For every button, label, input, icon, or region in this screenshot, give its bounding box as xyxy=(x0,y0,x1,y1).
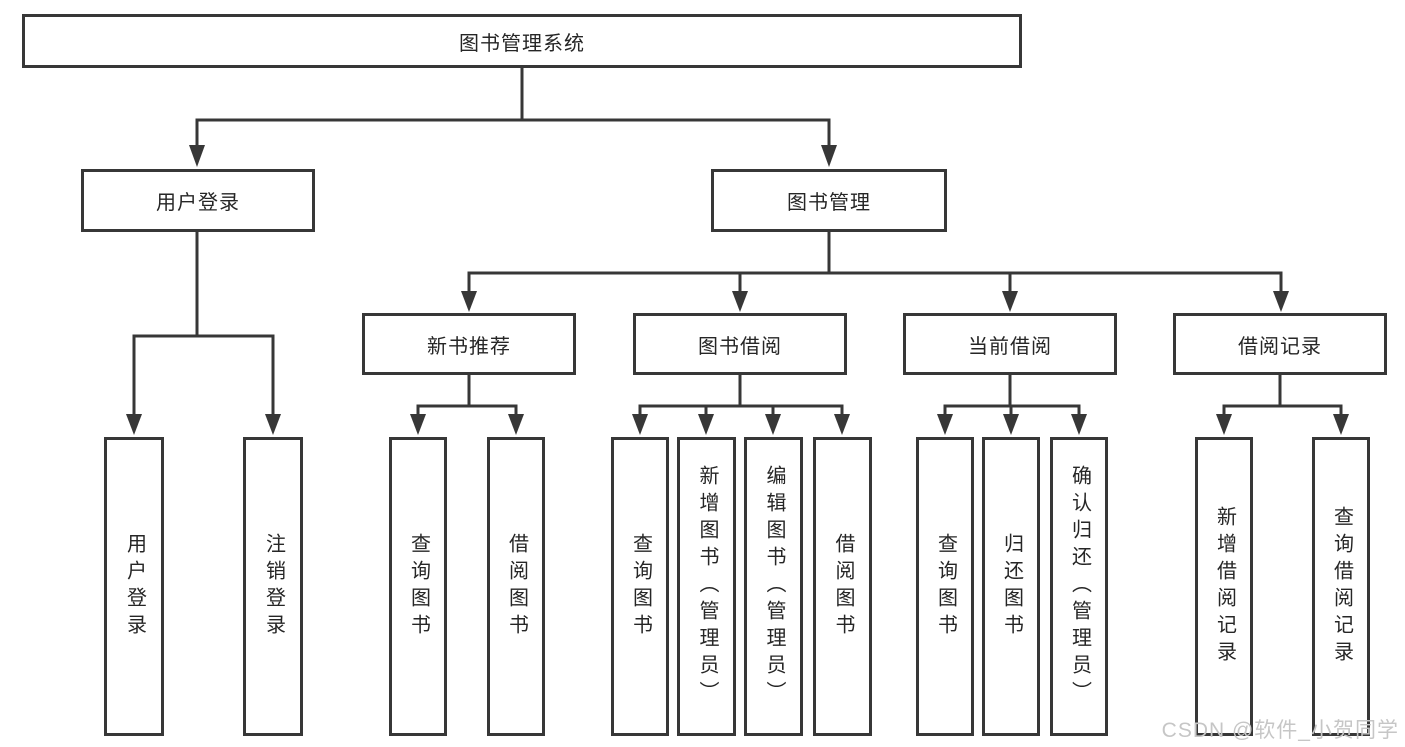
connector-user-login-to-leaves xyxy=(126,232,281,435)
node-book-mgmt-label: 图书管理 xyxy=(787,192,871,214)
node-book-mgmt: 图书管理 xyxy=(711,169,947,232)
leaf-cb-confirm-return-label: 确认归还（管理员） xyxy=(1068,465,1091,708)
leaf-bb-query-book: 查询图书 xyxy=(611,437,669,736)
arrow-down-icon xyxy=(1002,291,1018,312)
leaf-rec-query-book: 查询图书 xyxy=(389,437,447,736)
arrow-down-icon xyxy=(937,414,953,435)
connector-root-to-level2 xyxy=(189,67,837,167)
arrow-down-icon xyxy=(1216,414,1232,435)
arrow-down-icon xyxy=(1333,414,1349,435)
arrow-down-icon xyxy=(834,414,850,435)
leaf-logout: 注销登录 xyxy=(243,437,303,736)
leaf-br-add-record: 新增借阅记录 xyxy=(1195,437,1253,736)
arrow-down-icon xyxy=(508,414,524,435)
arrow-down-icon xyxy=(821,145,837,167)
arrow-down-icon xyxy=(632,414,648,435)
arrow-down-icon xyxy=(1273,291,1289,312)
arrow-down-icon xyxy=(698,414,714,435)
leaf-cb-query-book: 查询图书 xyxy=(916,437,974,736)
leaf-user-login: 用户登录 xyxy=(104,437,164,736)
arrow-down-icon xyxy=(1003,414,1019,435)
leaf-bb-edit-book: 编辑图书（管理员） xyxy=(744,437,803,736)
node-book-borrow: 图书借阅 xyxy=(633,313,847,375)
arrow-down-icon xyxy=(732,291,748,312)
leaf-rec-borrow-book: 借阅图书 xyxy=(487,437,545,736)
node-current-borrow-label: 当前借阅 xyxy=(968,335,1052,358)
connector-borrow-records-to-leaves xyxy=(1216,375,1349,435)
leaf-br-add-record-label: 新增借阅记录 xyxy=(1213,505,1236,668)
arrow-down-icon xyxy=(461,291,477,312)
leaf-cb-confirm-return: 确认归还（管理员） xyxy=(1050,437,1108,736)
arrow-down-icon xyxy=(265,414,281,435)
connector-new-book-rec-to-leaves xyxy=(410,375,524,435)
node-root-label: 图书管理系统 xyxy=(459,32,585,55)
connector-book-mgmt-to-level3 xyxy=(461,232,1289,312)
node-root: 图书管理系统 xyxy=(22,14,1022,68)
csdn-watermark: CSDN @软件_小贺同学 xyxy=(1161,719,1399,742)
leaf-bb-query-book-label: 查询图书 xyxy=(629,532,652,641)
leaf-cb-query-book-label: 查询图书 xyxy=(934,532,957,641)
connector-current-borrow-to-leaves xyxy=(937,375,1087,435)
leaf-bb-edit-book-label: 编辑图书（管理员） xyxy=(763,465,785,708)
leaf-logout-label: 注销登录 xyxy=(262,532,285,641)
node-user-login: 用户登录 xyxy=(81,169,315,232)
leaf-bb-borrow-book: 借阅图书 xyxy=(813,437,872,736)
leaf-bb-add-book: 新增图书（管理员） xyxy=(677,437,736,736)
node-current-borrow: 当前借阅 xyxy=(903,313,1117,375)
node-borrow-records-label: 借阅记录 xyxy=(1238,335,1322,358)
node-new-book-rec-label: 新书推荐 xyxy=(427,335,511,358)
leaf-user-login-label: 用户登录 xyxy=(123,532,146,641)
node-user-login-label: 用户登录 xyxy=(156,192,240,214)
node-new-book-rec: 新书推荐 xyxy=(362,313,576,375)
leaf-rec-query-book-label: 查询图书 xyxy=(407,532,430,641)
leaf-rec-borrow-book-label: 借阅图书 xyxy=(505,532,528,641)
leaf-br-query-record: 查询借阅记录 xyxy=(1312,437,1370,736)
leaf-bb-borrow-book-label: 借阅图书 xyxy=(832,532,854,641)
leaf-cb-return-book: 归还图书 xyxy=(982,437,1040,736)
node-book-borrow-label: 图书借阅 xyxy=(698,335,782,358)
connector-book-borrow-to-leaves xyxy=(632,375,850,435)
arrow-down-icon xyxy=(410,414,426,435)
leaf-bb-add-book-label: 新增图书（管理员） xyxy=(696,465,718,708)
arrow-down-icon xyxy=(126,414,142,435)
arrow-down-icon xyxy=(765,414,781,435)
arrow-down-icon xyxy=(189,145,205,167)
arrow-down-icon xyxy=(1071,414,1087,435)
node-borrow-records: 借阅记录 xyxy=(1173,313,1387,375)
leaf-cb-return-book-label: 归还图书 xyxy=(1000,532,1023,641)
leaf-br-query-record-label: 查询借阅记录 xyxy=(1330,505,1353,668)
